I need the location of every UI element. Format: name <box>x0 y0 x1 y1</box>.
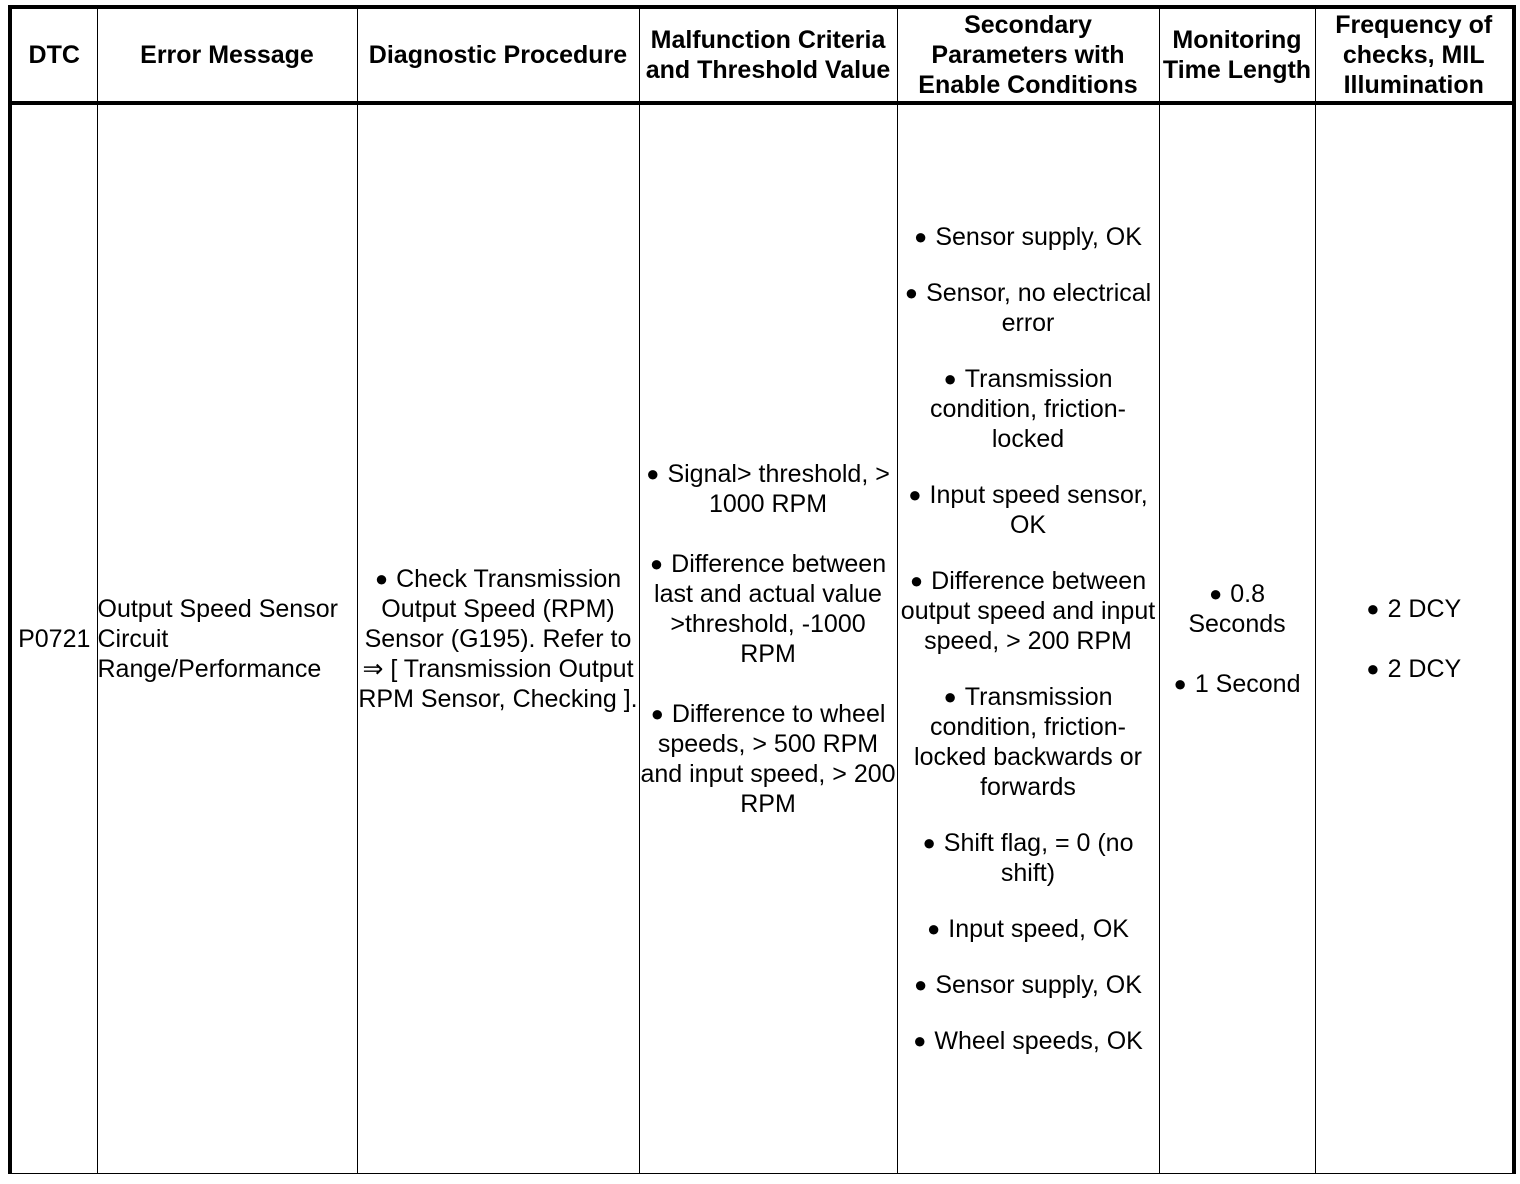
frequency-checks-list: ● 2 DCY ● 2 DCY <box>1316 594 1513 684</box>
table-header: DTC Error Message Diagnostic Procedure M… <box>8 5 1516 105</box>
column-header-dtc: DTC <box>8 5 98 105</box>
cell-malfunction-criteria: ●Signal> threshold, > 1000 RPM●Differenc… <box>638 103 898 1174</box>
diagnostic-procedure-list: ●Check Transmission Output Speed (RPM) S… <box>358 564 639 714</box>
list-item-label: Check Transmission Output Speed (RPM) Se… <box>358 564 638 713</box>
list-item-label: Difference between last and actual value… <box>654 549 887 668</box>
column-header-error-message: Error Message <box>96 5 358 105</box>
table-body: P0721 Output Speed Sensor Circuit Range/… <box>8 103 1516 1174</box>
list-item: ● Signal> threshold, > 1000 RPM <box>640 459 897 519</box>
bullet-icon: ● <box>646 460 660 486</box>
list-item-label: Sensor supply, OK <box>935 222 1142 251</box>
list-item-label: 1 Second <box>1194 669 1301 698</box>
cell-error-message: Output Speed Sensor Circuit Range/Perfor… <box>96 103 358 1174</box>
dtc-code-text: P0721 <box>18 624 91 653</box>
bullet-icon: ● <box>913 1027 927 1053</box>
bullet-icon: ● <box>650 700 664 726</box>
column-header-monitoring-time: Monitoring Time Length <box>1158 5 1316 105</box>
column-header-secondary-parameters: Secondary Parameters with Enable Conditi… <box>896 5 1160 105</box>
column-header-diagnostic-procedure: Diagnostic Procedure <box>356 5 640 105</box>
list-item-label: Transmission condition, friction-locked … <box>914 682 1142 801</box>
list-item: ● Sensor supply, OK <box>898 222 1159 252</box>
column-header-malfunction-criteria: Malfunction Criteria and Threshold Value <box>638 5 898 105</box>
bullet-icon: ● <box>1366 655 1380 681</box>
list-item-label: 2 DCY <box>1387 594 1462 623</box>
bullet-icon: ● <box>909 567 924 593</box>
list-item: ●0.8 Seconds <box>1160 579 1315 639</box>
list-item-label: Shift flag, = 0 (no shift) <box>943 828 1134 887</box>
list-item: ●Transmission condition, friction-locked <box>898 364 1159 454</box>
bullet-icon: ● <box>927 915 941 941</box>
bullet-icon: ● <box>1173 670 1187 696</box>
error-message-text: Output Speed Sensor Circuit Range/Perfor… <box>97 594 338 683</box>
secondary-parameters-list: ● Sensor supply, OK ● Sensor, no electrical… <box>898 222 1159 1056</box>
list-item: ● Sensor supply, OK <box>898 970 1159 1000</box>
bullet-icon: ● <box>374 565 389 591</box>
list-item: ● Input speed sensor, OK <box>898 480 1159 540</box>
list-item-label: 0.8 Seconds <box>1188 579 1286 638</box>
list-item: ● Shift flag, = 0 (no shift) <box>898 828 1159 888</box>
list-item: ●Check Transmission Output Speed (RPM) S… <box>358 564 639 714</box>
bullet-icon: ● <box>649 550 664 576</box>
table-header-row: DTC Error Message Diagnostic Procedure M… <box>8 5 1516 105</box>
list-item: ● Wheel speeds, OK <box>898 1026 1159 1056</box>
bullet-icon: ● <box>908 481 922 507</box>
list-item: ● Input speed, OK <box>898 914 1159 944</box>
bullet-icon: ● <box>904 279 919 305</box>
cell-monitoring-time: ●0.8 Seconds●1 Second <box>1158 103 1316 1174</box>
column-header-frequency-checks: Frequency of checks, MIL Illumination <box>1314 5 1516 105</box>
bullet-icon: ● <box>1208 580 1223 606</box>
list-item: ● Sensor, no electrical error <box>898 278 1159 338</box>
cell-diagnostic-procedure: ●Check Transmission Output Speed (RPM) S… <box>356 103 640 1174</box>
list-item: ●Difference to wheel speeds, > 500 RPM a… <box>640 699 897 819</box>
list-item: ●Difference between last and actual valu… <box>640 549 897 669</box>
bullet-icon: ● <box>943 683 957 709</box>
list-item: ● 2 DCY <box>1316 594 1513 624</box>
bullet-icon: ● <box>922 829 936 855</box>
list-item-label: 2 DCY <box>1387 654 1462 683</box>
list-item-label: Difference between output speed and inpu… <box>900 566 1156 655</box>
list-item: ●Transmission condition, friction-locked… <box>898 682 1159 802</box>
list-item: ● 2 DCY <box>1316 654 1513 684</box>
bullet-icon: ● <box>914 971 928 997</box>
cell-frequency-checks: ● 2 DCY ● 2 DCY <box>1314 103 1516 1174</box>
bullet-icon: ● <box>914 223 928 249</box>
dtc-diagnostics-table: DTC Error Message Diagnostic Procedure M… <box>8 5 1516 1174</box>
bullet-icon: ● <box>943 365 957 391</box>
list-item-label: Sensor, no electrical error <box>926 278 1152 337</box>
list-item: ●Difference between output speed and inp… <box>898 566 1159 656</box>
list-item: ● 1 Second <box>1160 669 1315 699</box>
list-item-label: Wheel speeds, OK <box>934 1026 1143 1055</box>
bullet-icon: ● <box>1366 595 1380 621</box>
table-row: P0721 Output Speed Sensor Circuit Range/… <box>8 103 1516 1174</box>
list-item-label: Sensor supply, OK <box>935 970 1142 999</box>
list-item-label: Input speed sensor, OK <box>929 480 1148 539</box>
cell-dtc-code: P0721 <box>8 103 98 1174</box>
list-item-label: Signal> threshold, > 1000 RPM <box>667 459 890 518</box>
list-item-label: Difference to wheel speeds, > 500 RPM an… <box>640 699 896 818</box>
cell-secondary-parameters: ● Sensor supply, OK ● Sensor, no electrical… <box>896 103 1160 1174</box>
malfunction-criteria-list: ●Signal> threshold, > 1000 RPM●Differenc… <box>640 459 897 819</box>
list-item-label: Input speed, OK <box>948 914 1129 943</box>
monitoring-time-list: ●0.8 Seconds●1 Second <box>1160 579 1315 699</box>
list-item-label: Transmission condition, friction-locked <box>930 364 1126 453</box>
